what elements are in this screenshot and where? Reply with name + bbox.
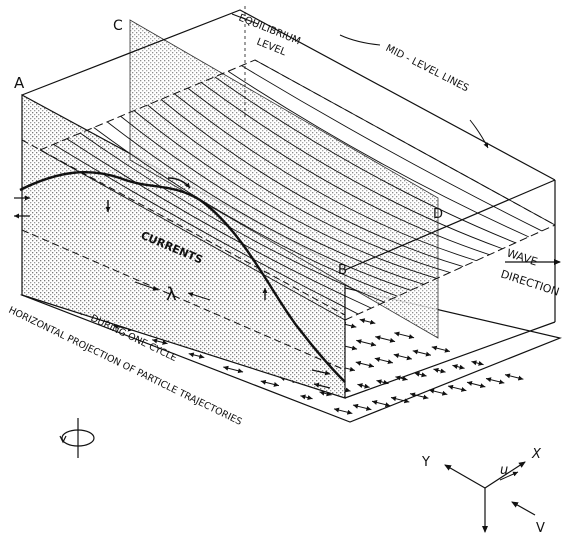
label-axis-y: Y xyxy=(421,455,430,470)
label-axis-v: V xyxy=(536,521,545,536)
label-a: A xyxy=(14,74,25,92)
label-wave-2: DIRECTION xyxy=(499,267,561,298)
trajectory-arrow xyxy=(448,386,466,391)
label-wave-1: WAVE xyxy=(505,246,539,268)
label-b: B xyxy=(338,263,347,278)
label-lambda: λ xyxy=(166,284,177,305)
label-d: D xyxy=(433,207,443,222)
label-c: C xyxy=(113,18,123,34)
label-axis-x: X xyxy=(531,447,542,462)
trajectory-arrow xyxy=(467,382,485,387)
label-mid-level-lines: MID - LEVEL LINES xyxy=(384,43,471,94)
trajectory-arrow xyxy=(486,378,504,383)
rotation-icon xyxy=(60,418,94,458)
trajectory-arrow xyxy=(429,390,447,395)
trajectory-arrow xyxy=(505,375,523,380)
label-axis-u: u xyxy=(500,463,508,478)
axes-icon xyxy=(445,462,535,532)
